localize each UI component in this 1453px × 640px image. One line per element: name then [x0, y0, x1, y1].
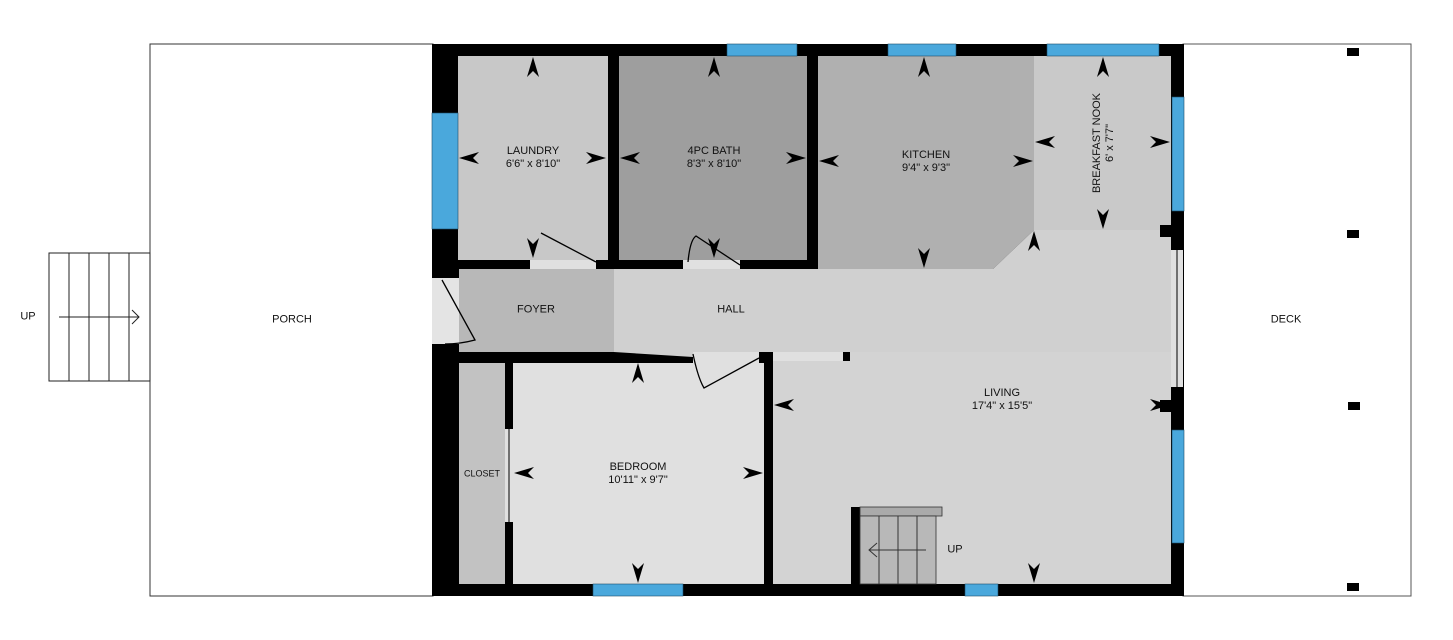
room-dims: 10'11" x 9'7"	[608, 474, 668, 486]
closet-bedroom-wall-top	[505, 363, 513, 429]
room-dims: 6' x 7'7"	[1104, 123, 1116, 163]
room-name: BREAKFAST NOOK	[1091, 92, 1103, 194]
room-label-foyer: FOYER	[517, 303, 555, 316]
room-label-closet: CLOSET	[463, 468, 501, 479]
deck-area	[1182, 43, 1412, 597]
hall-floor	[614, 269, 1171, 352]
interior-stairs-label: UP	[947, 543, 963, 556]
kitchen-floor	[818, 56, 1034, 269]
dimension-arrows	[459, 57, 1170, 583]
room-label-porch: PORCH	[272, 313, 312, 326]
interior-stairs	[851, 506, 943, 585]
bedroom-floor	[513, 363, 764, 584]
room-dims: 17'4" x 15'5"	[971, 400, 1033, 412]
living-floor	[773, 352, 1171, 584]
closet-floor	[459, 363, 505, 584]
nook-floor	[1034, 56, 1171, 230]
room-name: 4PC BATH	[687, 145, 741, 157]
room-name: BEDROOM	[609, 461, 667, 473]
closet-bedroom-wall-bottom	[505, 522, 513, 584]
room-label-hall: HALL	[717, 303, 745, 316]
room-label-deck: DECK	[1270, 313, 1302, 326]
room-name: LIVING	[983, 387, 1021, 399]
door-swings	[441, 232, 760, 389]
exterior-stairs-label: UP	[20, 310, 36, 323]
porch-area	[149, 43, 434, 597]
exterior-stairs	[48, 252, 151, 382]
laundry-floor	[458, 56, 608, 260]
room-name: KITCHEN	[901, 149, 951, 161]
room-dims: 8'3" x 8'10"	[686, 158, 742, 170]
deck-posts	[1347, 48, 1360, 591]
room-name: LAUNDRY	[506, 145, 560, 157]
room-dims: 9'4" x 9'3"	[901, 162, 951, 174]
bath-floor	[619, 56, 807, 260]
entry-door-area	[432, 278, 459, 344]
foyer-floor	[459, 269, 614, 352]
room-dims: 6'6" x 8'10"	[505, 158, 561, 170]
windows	[431, 43, 1185, 597]
bedroom-living-wall	[764, 352, 773, 584]
